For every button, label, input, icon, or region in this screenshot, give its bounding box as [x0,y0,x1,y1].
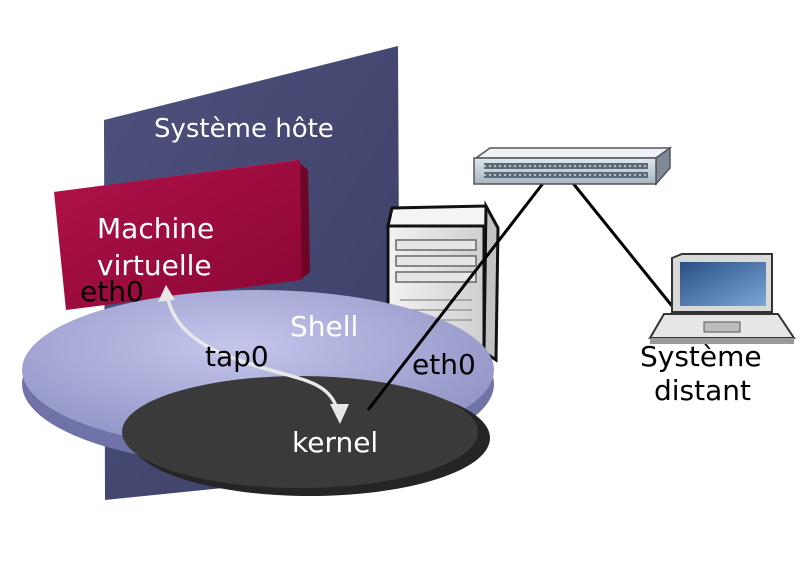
switch-to-laptop-link [570,181,674,307]
remote-system-label-line1: Système [640,340,762,373]
virtual-machine-panel [54,160,310,310]
shell-label: Shell [290,310,358,343]
tap0-link-arrow [158,285,349,424]
host-system-label: Système hôte [154,114,334,144]
vm-eth0-label: eth0 [80,275,144,308]
kernel-label: kernel [292,426,378,459]
laptop-icon [648,253,796,344]
virtual-machine-label-line1: Machine [97,212,214,245]
tap0-label: tap0 [205,340,269,373]
kernel-disc [122,376,490,496]
remote-system-label-line2: distant [654,374,751,407]
host-eth0-label: eth0 [412,348,476,381]
network-switch-icon [473,146,673,186]
virtual-machine-label-line2: virtuelle [97,249,212,282]
host-to-switch-link [366,181,546,411]
